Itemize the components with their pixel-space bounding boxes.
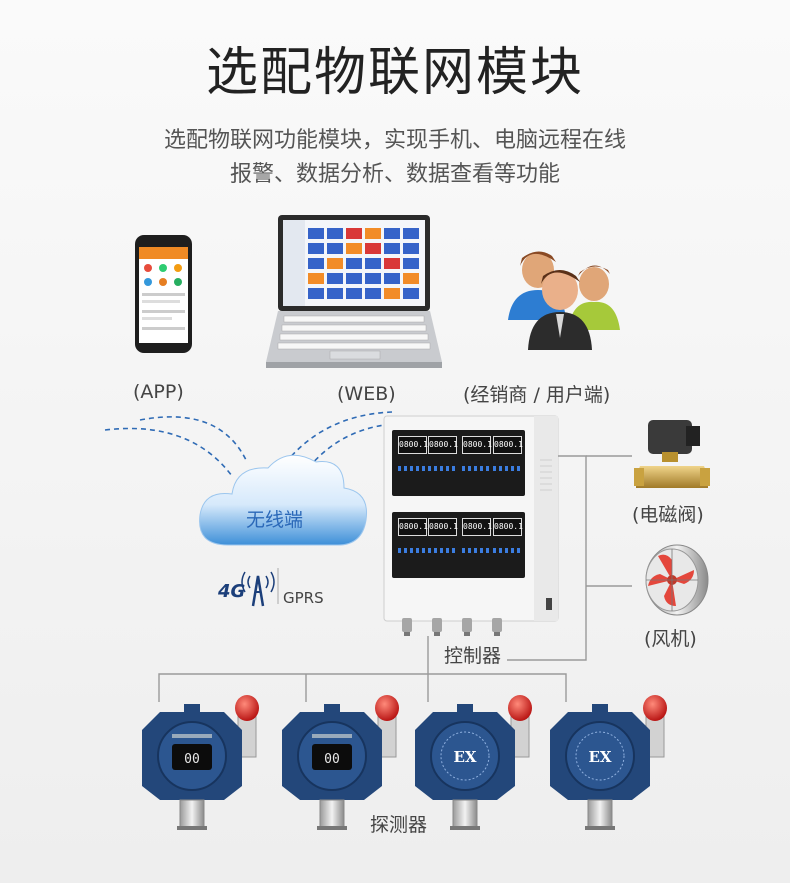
gas-detector: EX — [550, 695, 667, 830]
subtitle-line-1: 选配物联网功能模块，实现手机、电脑远程在线 — [163, 128, 626, 153]
phone-app-icon — [135, 235, 192, 353]
laptop-web-icon — [266, 215, 442, 368]
ex-mark: EX — [453, 748, 476, 766]
controller-label: 控制器 — [444, 645, 502, 667]
controller-readout: 0800.1 — [398, 436, 428, 454]
gas-detector: EX — [415, 695, 532, 830]
cloud-icon — [199, 454, 368, 546]
fan-icon — [645, 544, 709, 616]
users-group-icon — [508, 251, 620, 350]
detector-reading: 00 — [184, 752, 200, 767]
valve-label: (电磁阀) — [632, 504, 704, 526]
indicator-dots — [428, 548, 455, 553]
controller-readout: 0800.1 — [462, 518, 492, 536]
indicator-dots — [462, 548, 489, 553]
page-title: 选配物联网模块 — [205, 43, 584, 103]
indicator-dots — [398, 466, 425, 471]
controller-readout: 0800.1 — [428, 518, 458, 536]
wiring-lines — [158, 455, 632, 702]
controller-readout: 0800.1 — [493, 436, 523, 454]
indicator-dots — [398, 548, 425, 553]
alarm-lamp-icon — [643, 695, 667, 721]
detector-reading: 00 — [324, 752, 340, 767]
gas-detector: 00 — [142, 695, 259, 830]
ex-mark: EX — [588, 748, 611, 766]
subtitle-line-2: 报警、数据分析、数据查看等功能 — [229, 162, 560, 187]
controller-readout: 0800.1 — [428, 436, 458, 454]
indicator-dots — [493, 548, 520, 553]
detector-label: 探测器 — [370, 814, 428, 836]
web-label: (WEB) — [337, 383, 396, 405]
indicator-dots — [428, 466, 455, 471]
alarm-lamp-icon — [375, 695, 399, 721]
indicator-dots — [462, 466, 489, 471]
detectors-group: 00 00 EX EX — [142, 695, 667, 830]
gprs-label: GPRS — [283, 589, 324, 607]
solenoid-valve-icon — [634, 420, 710, 488]
alarm-lamp-icon — [508, 695, 532, 721]
antenna-icon — [241, 571, 275, 607]
4g-label: 4G — [218, 581, 246, 602]
alarm-lamp-icon — [235, 695, 259, 721]
fan-label: (风机) — [644, 628, 697, 650]
controller-readout: 0800.1 — [462, 436, 492, 454]
controller-readout: 0800.1 — [493, 518, 523, 536]
cloud-label: 无线端 — [246, 509, 304, 531]
gas-detector: 00 — [282, 695, 399, 830]
dealer-user-label: (经销商 / 用户端) — [463, 384, 611, 406]
controller-readout: 0800.1 — [398, 518, 428, 536]
app-label: (APP) — [133, 381, 184, 403]
indicator-dots — [493, 466, 520, 471]
